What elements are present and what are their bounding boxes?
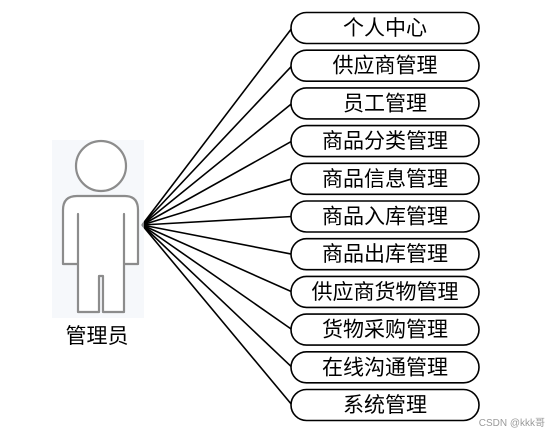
actor-figure: 管理员 xyxy=(52,139,144,348)
use-case-oval xyxy=(290,87,480,120)
actor-label: 管理员 xyxy=(66,324,129,348)
watermark: CSDN @kkk哥 xyxy=(479,417,545,429)
use-case: 商品分类管理 xyxy=(290,124,480,158)
use-case-oval xyxy=(290,237,480,271)
use-case-oval xyxy=(290,200,480,233)
association-line xyxy=(141,224,293,406)
use-case-oval xyxy=(290,49,480,83)
use-case-oval xyxy=(290,388,480,422)
association-lines xyxy=(141,27,293,406)
association-line xyxy=(141,27,293,226)
use-case: 员工管理 xyxy=(290,87,480,120)
use-case-label: 供应商货物管理 xyxy=(312,280,459,304)
association-line xyxy=(141,140,293,226)
use-case-label: 商品信息管理 xyxy=(322,167,448,191)
use-case-oval xyxy=(290,124,480,158)
use-case-oval xyxy=(290,11,480,45)
use-case-label: 供应商管理 xyxy=(333,54,438,78)
use-case: 个人中心 xyxy=(290,11,480,45)
association-line xyxy=(141,224,293,255)
use-case: 系统管理 xyxy=(290,388,480,422)
association-line xyxy=(141,178,293,226)
association-line xyxy=(141,224,293,331)
use-case-label: 在线沟通管理 xyxy=(322,355,448,379)
association-line xyxy=(141,224,293,293)
use-case-oval xyxy=(290,350,480,384)
use-case: 商品出库管理 xyxy=(290,237,480,271)
person-icon xyxy=(61,139,140,314)
use-case-label: 商品入库管理 xyxy=(322,205,448,229)
use-case-label: 商品分类管理 xyxy=(322,129,448,153)
use-case-oval xyxy=(290,162,480,196)
use-case: 商品信息管理 xyxy=(290,162,480,196)
use-case: 商品入库管理 xyxy=(290,200,480,233)
use-case-label: 员工管理 xyxy=(343,91,427,115)
use-case-oval xyxy=(290,275,480,309)
use-case: 供应商管理 xyxy=(290,49,480,83)
use-case-oval xyxy=(290,313,480,346)
association-line xyxy=(141,215,293,226)
use-case-list: 个人中心供应商管理员工管理商品分类管理商品信息管理商品入库管理商品出库管理供应商… xyxy=(290,11,480,422)
use-case-label: 个人中心 xyxy=(343,16,427,40)
use-case-label: 货物采购管理 xyxy=(322,318,448,342)
use-case: 供应商货物管理 xyxy=(290,275,480,309)
use-case-label: 系统管理 xyxy=(343,393,427,417)
association-line xyxy=(141,224,293,368)
use-case-label: 商品出库管理 xyxy=(322,242,448,266)
association-line xyxy=(141,102,293,226)
association-line xyxy=(141,65,293,226)
use-case: 在线沟通管理 xyxy=(290,350,480,384)
use-case: 货物采购管理 xyxy=(290,313,480,346)
